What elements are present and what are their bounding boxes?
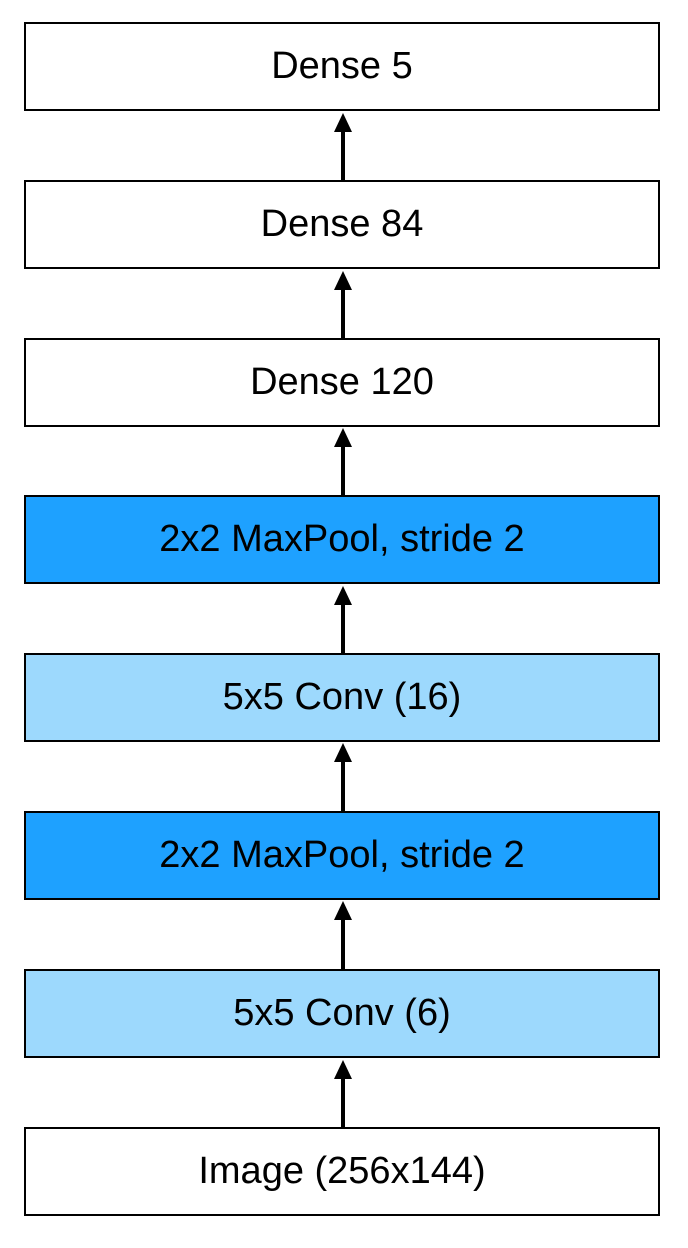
layer-conv-16: 5x5 Conv (16) <box>24 653 660 742</box>
layer-label: Dense 84 <box>260 203 424 245</box>
layer-maxpool-1: 2x2 MaxPool, stride 2 <box>24 811 660 900</box>
layer-label: 5x5 Conv (6) <box>233 992 451 1034</box>
layer-dense-120: Dense 120 <box>24 338 660 427</box>
layer-label: Image (256x144) <box>198 1150 486 1192</box>
arrow-up-icon <box>333 586 353 654</box>
layer-label: Dense 120 <box>250 361 434 403</box>
layer-input-image: Image (256x144) <box>24 1127 660 1216</box>
arrow-up-icon <box>333 113 353 181</box>
layer-label: Dense 5 <box>271 45 413 87</box>
layer-label: 2x2 MaxPool, stride 2 <box>159 834 525 876</box>
layer-dense-5: Dense 5 <box>24 22 660 111</box>
arrow-up-icon <box>333 1060 353 1128</box>
layer-label: 2x2 MaxPool, stride 2 <box>159 518 525 560</box>
arrow-up-icon <box>333 743 353 811</box>
layer-maxpool-2: 2x2 MaxPool, stride 2 <box>24 495 660 584</box>
layer-dense-84: Dense 84 <box>24 180 660 269</box>
arrow-up-icon <box>333 428 353 496</box>
arrow-up-icon <box>333 901 353 969</box>
layer-label: 5x5 Conv (16) <box>222 676 462 718</box>
arrow-up-icon <box>333 271 353 339</box>
layer-conv-6: 5x5 Conv (6) <box>24 969 660 1058</box>
